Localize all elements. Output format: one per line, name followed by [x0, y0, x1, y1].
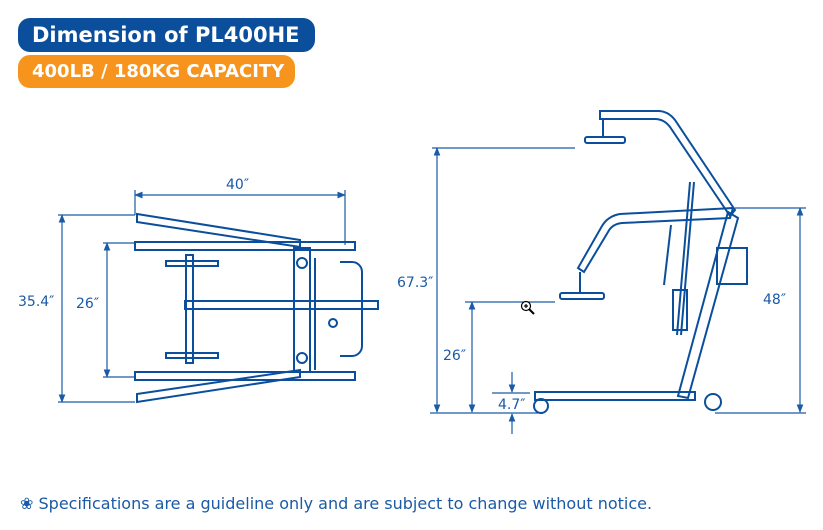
- lift-frame: [533, 110, 748, 414]
- front-caster: [533, 398, 549, 414]
- spreader-bar-lowered: [559, 292, 605, 300]
- boom-top: [184, 300, 379, 310]
- width-label: 40″: [226, 177, 250, 193]
- boom-raised: [599, 110, 737, 218]
- actuator: [676, 181, 691, 336]
- base-legs: [134, 212, 379, 404]
- min-height-label: 26″: [443, 348, 467, 364]
- base: [534, 391, 696, 401]
- lower-straight-leg: [134, 371, 356, 381]
- zoom-cursor-icon: [520, 300, 535, 315]
- push-handle: [340, 261, 363, 357]
- capacity-banner: 400LB / 180KG CAPACITY: [18, 55, 295, 88]
- mast: [676, 210, 740, 400]
- title-banner: Dimension of PL400HE: [18, 18, 315, 52]
- pivot: [296, 352, 308, 364]
- leg-adjust-knob: [328, 318, 338, 328]
- flower-bullet-icon: ❀: [20, 494, 34, 513]
- spreader-bar-raised: [584, 136, 626, 144]
- actuator-link: [663, 224, 672, 286]
- overall-width-label: 35.4″: [18, 294, 55, 310]
- footnote: ❀ Specifications are a guideline only an…: [20, 494, 652, 513]
- actuator: [680, 181, 695, 336]
- side-view: [430, 110, 806, 434]
- inner-width-label: 26″: [76, 296, 100, 312]
- battery-box: [716, 247, 748, 285]
- top-view: [58, 190, 379, 404]
- base-clearance-label: 4.7″: [498, 397, 526, 413]
- actuator-motor: [672, 289, 688, 331]
- spreader-hook: [165, 260, 219, 267]
- lower-angled-leg: [136, 368, 301, 404]
- max-height-label: 67.3″: [397, 275, 434, 291]
- boom-lowered: [576, 206, 735, 274]
- pivot: [296, 257, 308, 269]
- footnote-text: Specifications are a guideline only and …: [38, 494, 653, 513]
- rear-caster: [704, 393, 722, 411]
- upper-straight-leg: [134, 241, 356, 251]
- mast-height-label: 48″: [763, 292, 787, 308]
- spreader-bar-top: [185, 254, 194, 364]
- spreader-hook: [165, 352, 219, 359]
